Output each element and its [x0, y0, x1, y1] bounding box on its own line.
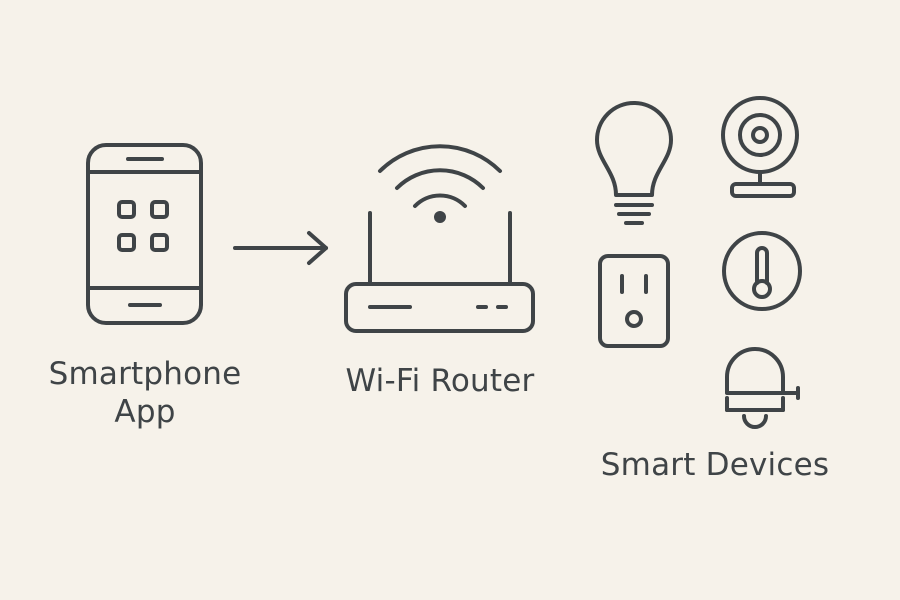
wifi-router-label: Wi-Fi Router	[345, 363, 535, 399]
smartphone-app-label-line-1: Smartphone	[48, 356, 242, 392]
wifi-router-icon	[344, 144, 535, 333]
light-bulb-icon	[595, 101, 673, 225]
thermostat-icon	[722, 231, 802, 311]
smart-plug-icon	[598, 254, 670, 348]
smart-devices-label: Smart Devices	[600, 447, 830, 483]
security-camera-icon	[721, 96, 799, 198]
smartphone-icon	[86, 143, 203, 325]
smartphone-app-label-line-2: App	[114, 394, 176, 430]
arrow-connector	[233, 231, 328, 265]
smartphone-app-label: Smartphone App	[30, 355, 260, 431]
doorbell-icon	[725, 347, 800, 429]
